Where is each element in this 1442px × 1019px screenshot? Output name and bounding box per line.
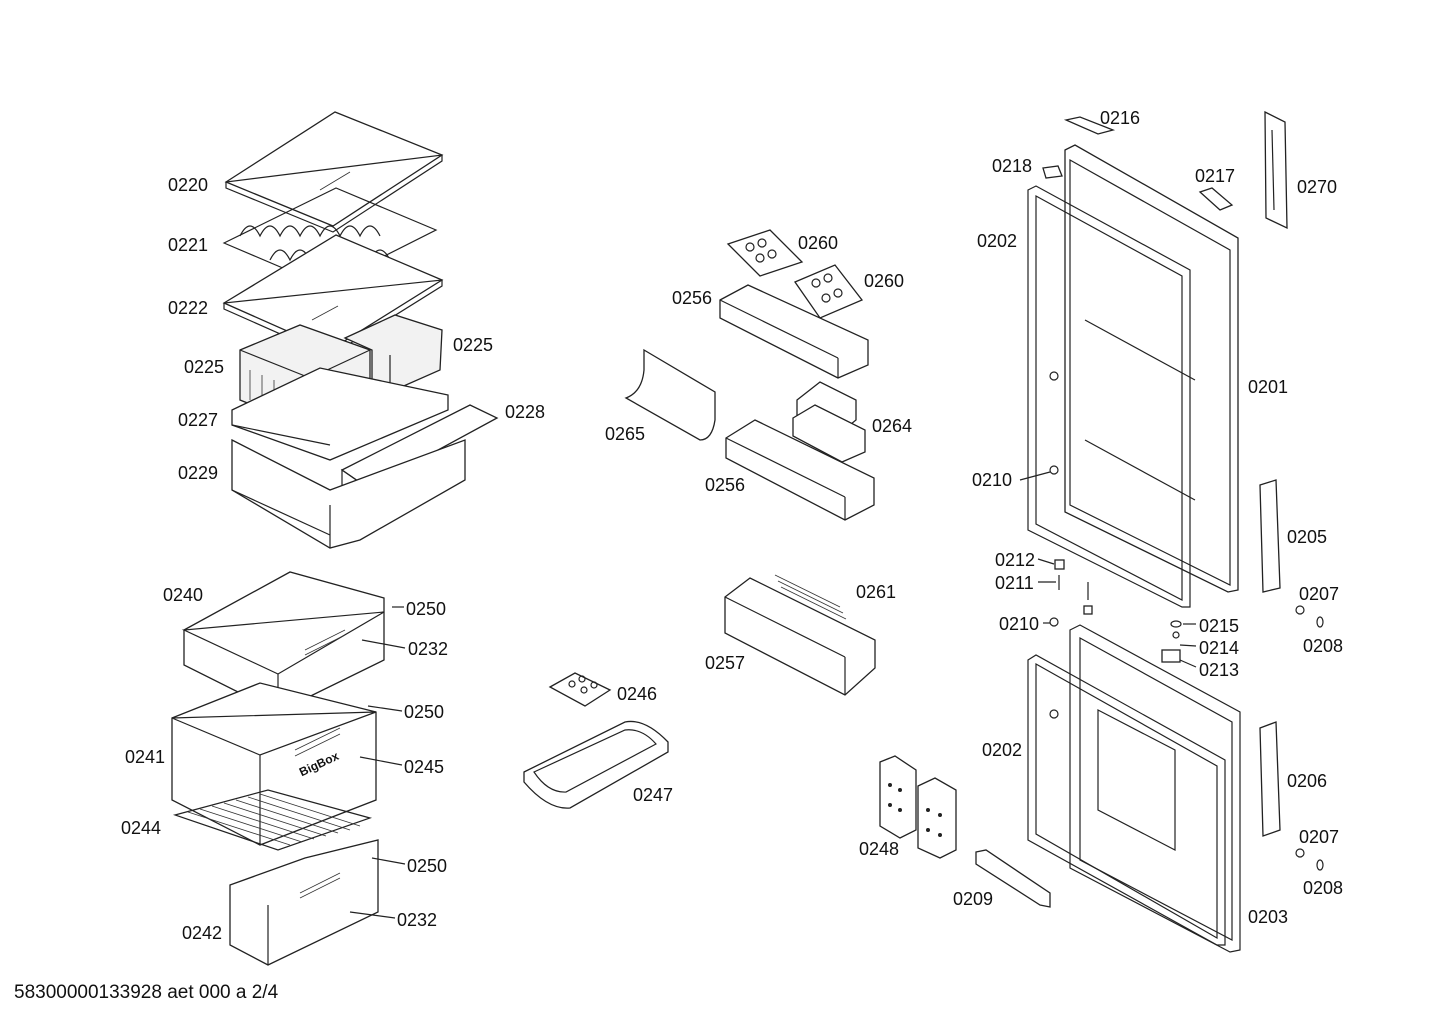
label-0240: 0240 bbox=[163, 585, 204, 605]
label-0260-a: 0260 bbox=[798, 233, 839, 253]
handle-0205 bbox=[1259, 479, 1281, 593]
handle-0206 bbox=[1259, 721, 1281, 837]
door-shelf-0256-bottom bbox=[725, 419, 875, 521]
door-seal-0202-top bbox=[1027, 185, 1191, 608]
label-0225-right: 0225 bbox=[453, 335, 494, 355]
drawer-0245-bigbox bbox=[171, 682, 377, 846]
document-footer: 58300000133928 aet 000 a 2/4 bbox=[14, 982, 279, 1003]
label-0260-b: 0260 bbox=[864, 271, 905, 291]
label-0257: 0257 bbox=[705, 653, 746, 673]
label-0207-b: 0207 bbox=[1299, 827, 1340, 847]
cold-packs-0248 bbox=[879, 755, 957, 859]
tray-0229 bbox=[231, 438, 466, 549]
label-0215: 0215 bbox=[1199, 616, 1240, 636]
freezer-door-0203 bbox=[1069, 624, 1241, 953]
drawer-0232-top bbox=[181, 571, 385, 713]
label-0208-b: 0208 bbox=[1303, 878, 1344, 898]
label-0246: 0246 bbox=[617, 684, 658, 704]
label-0218: 0218 bbox=[992, 156, 1033, 176]
label-0232-a: 0232 bbox=[408, 639, 449, 659]
label-0229: 0229 bbox=[178, 463, 219, 483]
label-0256-a: 0256 bbox=[672, 288, 713, 308]
egg-tray-0260-a bbox=[726, 229, 804, 277]
label-0214: 0214 bbox=[1199, 638, 1240, 658]
door-shelf-0256-top bbox=[719, 284, 869, 379]
hinge-cover-0270 bbox=[1264, 110, 1288, 230]
label-0217: 0217 bbox=[1195, 166, 1236, 186]
label-0212: 0212 bbox=[995, 550, 1036, 570]
label-0209: 0209 bbox=[953, 889, 994, 909]
ice-tray-0247 bbox=[523, 720, 669, 809]
glass-shelf-0220 bbox=[224, 111, 444, 233]
door-seal-0202-bottom bbox=[1027, 654, 1226, 946]
label-0222: 0222 bbox=[168, 298, 209, 318]
ice-cube-tray-0246 bbox=[548, 672, 612, 707]
label-0210-a: 0210 bbox=[972, 470, 1013, 490]
label-0227: 0227 bbox=[178, 410, 219, 430]
label-0250-a: 0250 bbox=[406, 599, 447, 619]
label-0202-b: 0202 bbox=[982, 740, 1023, 760]
small-parts bbox=[1042, 116, 1324, 871]
cover-strip-0209 bbox=[975, 849, 1051, 908]
label-0270: 0270 bbox=[1297, 177, 1338, 197]
label-0265: 0265 bbox=[605, 424, 646, 444]
box-frame-0227 bbox=[231, 367, 449, 461]
divider-0265 bbox=[624, 348, 716, 441]
label-0202-a: 0202 bbox=[977, 231, 1018, 251]
label-0241: 0241 bbox=[125, 747, 166, 767]
label-0201: 0201 bbox=[1248, 377, 1289, 397]
fridge-door-0201 bbox=[1064, 144, 1239, 593]
label-0250-c: 0250 bbox=[407, 856, 448, 876]
label-0206: 0206 bbox=[1287, 771, 1328, 791]
label-0225-left: 0225 bbox=[184, 357, 225, 377]
label-0203: 0203 bbox=[1248, 907, 1289, 927]
label-0210-b: 0210 bbox=[999, 614, 1040, 634]
label-0261: 0261 bbox=[856, 582, 897, 602]
label-0205: 0205 bbox=[1287, 527, 1328, 547]
label-0248: 0248 bbox=[859, 839, 900, 859]
label-0242: 0242 bbox=[182, 923, 223, 943]
label-0211: 0211 bbox=[995, 573, 1034, 593]
label-0221: 0221 bbox=[168, 235, 209, 255]
label-0208-a: 0208 bbox=[1303, 636, 1344, 656]
bottle-shelf-0257 bbox=[724, 574, 876, 696]
label-0244: 0244 bbox=[121, 818, 162, 838]
label-0232-b: 0232 bbox=[397, 910, 438, 930]
drawer-0232-bottom bbox=[229, 839, 379, 966]
label-0247: 0247 bbox=[633, 785, 674, 805]
egg-tray-0260-b bbox=[794, 264, 864, 319]
label-0250-b: 0250 bbox=[404, 702, 445, 722]
label-0245: 0245 bbox=[404, 757, 445, 777]
wire-rack-0244 bbox=[172, 789, 373, 851]
leader-lines bbox=[349, 471, 1197, 919]
label-0220: 0220 bbox=[168, 175, 209, 195]
label-0216: 0216 bbox=[1100, 108, 1141, 128]
label-0256-b: 0256 bbox=[705, 475, 746, 495]
cover-0264 bbox=[792, 381, 866, 463]
label-0228: 0228 bbox=[505, 402, 546, 422]
label-0207-a: 0207 bbox=[1299, 584, 1340, 604]
label-0213: 0213 bbox=[1199, 660, 1240, 680]
label-0264: 0264 bbox=[872, 416, 913, 436]
